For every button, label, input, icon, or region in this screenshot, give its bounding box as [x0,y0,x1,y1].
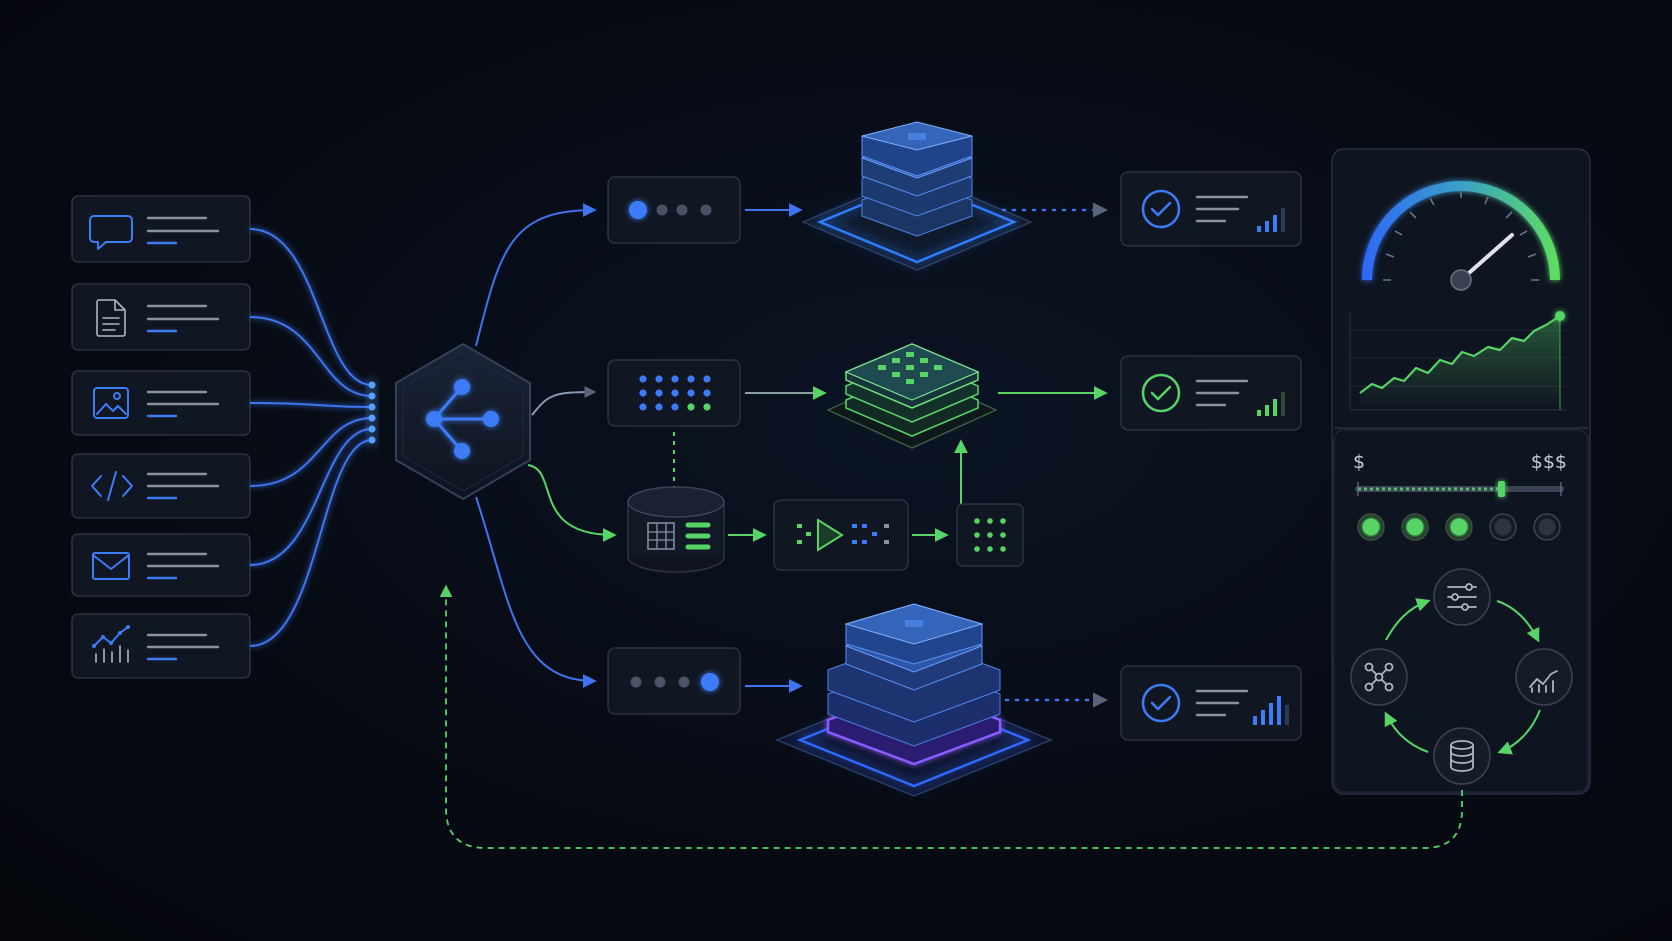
transform-box[interactable] [773,499,909,571]
server-stack-icon [860,121,974,237]
cost-max-label: $$$ [1531,451,1567,473]
input-connectors [249,228,373,647]
database-node[interactable] [627,486,725,573]
result-card-middle[interactable] [1120,355,1302,431]
router-hub[interactable] [395,342,531,501]
cost-slider-thumb[interactable] [1498,481,1505,497]
signal-bars [1253,696,1289,725]
queue-box-middle[interactable] [607,359,741,427]
queue-box-bottom[interactable] [607,647,741,715]
queue-box-top[interactable] [607,176,741,244]
progress-dots-icon [629,201,712,219]
cycle-node-chart[interactable] [1515,648,1573,706]
cycle-node-database[interactable] [1433,727,1491,785]
network-icon [1364,662,1394,692]
speed-gauge [1362,181,1560,291]
progress-dots-icon [630,673,719,691]
result-card-bottom[interactable] [1120,665,1302,741]
tier-indicators [1357,513,1561,541]
cost-min-label: $ [1353,451,1365,473]
feedback-loop [439,584,1463,849]
input-card-image[interactable] [71,370,251,436]
input-card-document[interactable] [71,283,251,351]
processor-stack-bottom[interactable] [775,603,1053,797]
processor-stack-top[interactable] [801,121,1033,271]
input-card-mail[interactable] [71,533,251,597]
signal-bars [1257,392,1285,416]
dot-grid-icon [974,518,1006,552]
cost-slider[interactable]: $ $$$ [1353,451,1567,497]
queue-to-processor-arrows [745,203,827,693]
input-port-dots [368,381,376,444]
gauge-needle [1459,233,1514,282]
database-table-icon [647,522,711,550]
processor-stack-middle[interactable] [826,343,998,449]
cycle-node-sliders[interactable] [1433,568,1491,626]
share-network-icon [426,379,499,459]
signal-bars [1257,208,1285,232]
chip-stack-icon [844,343,980,437]
line-trend-chart [1349,311,1566,411]
play-transform-icon [797,518,889,552]
analytics-icon [92,625,130,663]
input-card-code[interactable] [71,453,251,519]
code-icon [91,471,133,501]
optimization-cycle [1350,568,1573,785]
server-stack-icon [826,603,1002,766]
router-connectors [475,203,617,688]
check-circle-icon [1141,373,1181,413]
image-icon [93,387,129,419]
dot-grid-box[interactable] [956,503,1024,567]
document-icon [96,299,126,337]
result-card-top[interactable] [1120,171,1302,247]
line-chart-icon [1529,670,1558,693]
database-icon [1450,740,1474,772]
input-card-chat[interactable] [71,195,251,263]
input-card-analytics[interactable] [71,613,251,679]
monitor-panel [1331,148,1591,795]
sliders-icon [1447,583,1477,611]
cycle-node-network[interactable] [1350,648,1408,706]
chat-bubble-icon [89,215,133,250]
mail-icon [92,552,130,580]
check-circle-icon [1141,189,1181,229]
check-circle-icon [1141,683,1181,723]
grid-dots-icon [639,375,711,411]
